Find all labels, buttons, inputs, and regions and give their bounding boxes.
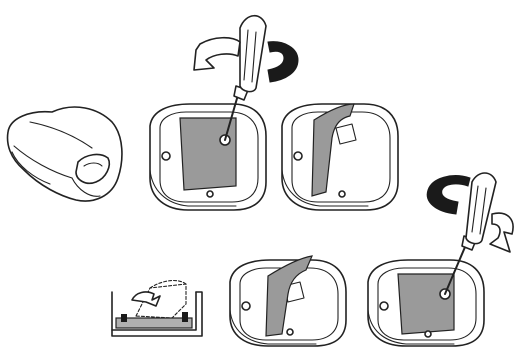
device-step-cover-closing [230, 256, 346, 346]
protective-case-icon [8, 107, 122, 201]
device-step-cover-open [282, 104, 398, 210]
coin-battery-icon [112, 281, 202, 336]
device-step-tighten [368, 260, 484, 346]
device-step-unscrew [150, 104, 266, 210]
